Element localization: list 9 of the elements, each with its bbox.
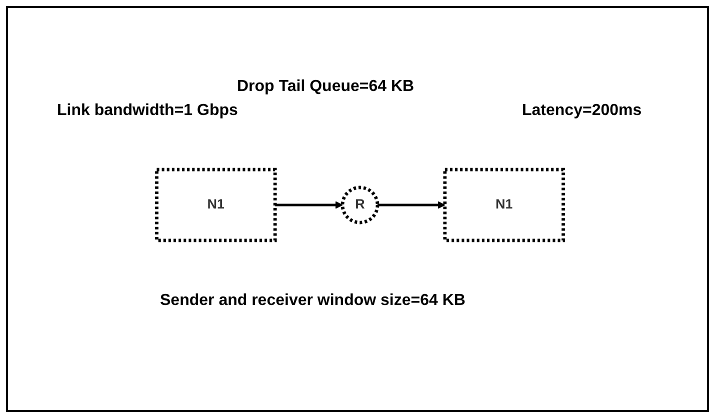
arrow <box>275 201 343 209</box>
node-box: N1 <box>443 168 565 242</box>
annotation-text: Link bandwidth=1 Gbps <box>57 102 238 120</box>
annotation-text: Latency=200ms <box>522 102 642 120</box>
node-circle: R <box>340 186 380 224</box>
arrow <box>378 201 446 209</box>
node-box: N1 <box>155 168 277 242</box>
annotation-text: Sender and receiver window size=64 KB <box>160 292 466 310</box>
annotation-text: Drop Tail Queue=64 KB <box>237 78 414 96</box>
